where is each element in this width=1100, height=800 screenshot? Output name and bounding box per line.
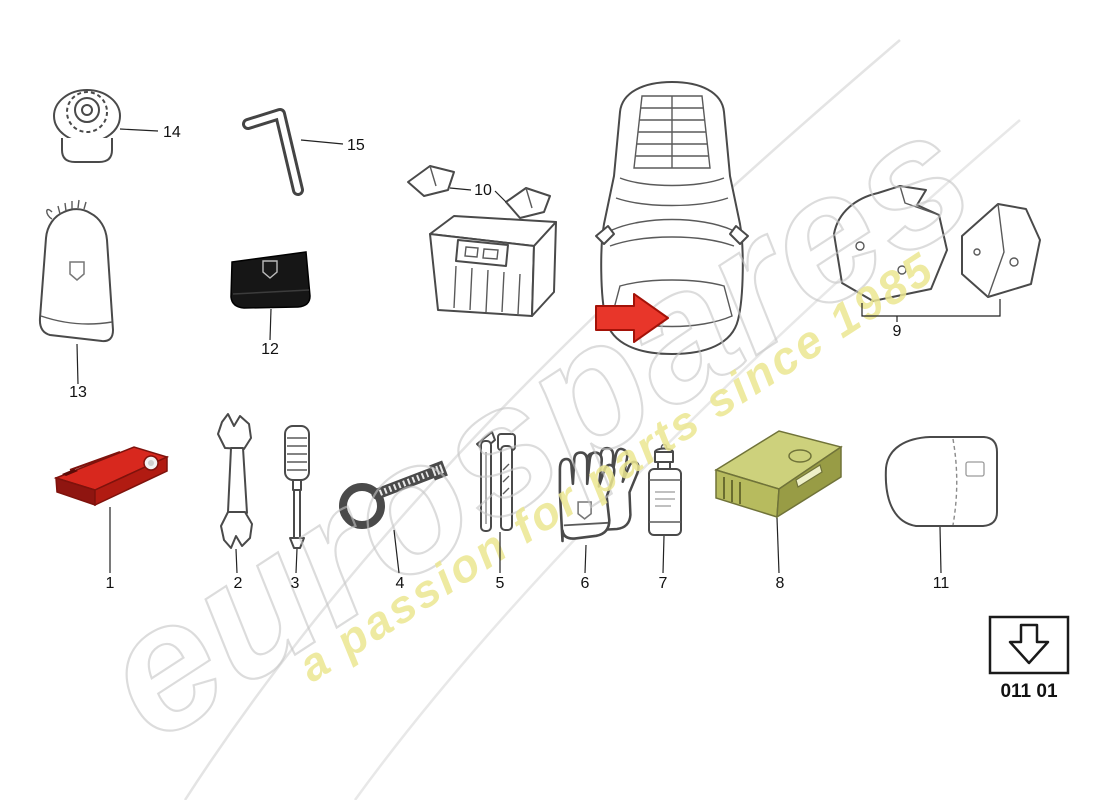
part-8-illustration bbox=[714, 430, 843, 519]
part-label-11[interactable]: 11 bbox=[933, 575, 950, 592]
part-10-illustration bbox=[407, 165, 551, 219]
part-label-7[interactable]: 7 bbox=[659, 575, 668, 592]
part-label-2[interactable]: 2 bbox=[234, 575, 243, 592]
brand-shield-icon bbox=[577, 501, 592, 520]
part-label-13[interactable]: 13 bbox=[69, 384, 87, 401]
part-label-4[interactable]: 4 bbox=[396, 575, 405, 592]
part-label-8[interactable]: 8 bbox=[776, 575, 785, 592]
watermark-brand-text: eurospares bbox=[66, 71, 1006, 779]
part-9-illustration bbox=[833, 185, 1041, 302]
part-label-12[interactable]: 12 bbox=[261, 341, 279, 358]
left-mirror bbox=[595, 225, 615, 245]
part-label-14[interactable]: 14 bbox=[163, 124, 181, 141]
part-label-9[interactable]: 9 bbox=[893, 323, 902, 340]
document-ref-box: 011 01 bbox=[988, 615, 1070, 702]
part-label-5[interactable]: 5 bbox=[496, 575, 505, 592]
storage-location-arrow-icon bbox=[595, 293, 669, 343]
part-12-illustration bbox=[230, 251, 311, 309]
part-label-15[interactable]: 15 bbox=[347, 137, 365, 154]
part-2-illustration bbox=[217, 413, 253, 549]
part-7-illustration bbox=[648, 443, 682, 536]
part-4-illustration bbox=[339, 460, 448, 529]
diagram-code-text: 011 01 bbox=[1000, 681, 1057, 702]
part-label-3[interactable]: 3 bbox=[291, 575, 300, 592]
part-6-illustration bbox=[558, 446, 640, 543]
part-14-illustration bbox=[53, 89, 121, 163]
brand-shield-icon bbox=[262, 260, 278, 279]
part-1-illustration bbox=[53, 446, 170, 507]
leader-lines bbox=[76, 128, 1001, 574]
brand-shield-icon bbox=[69, 261, 85, 281]
part-13-illustration bbox=[38, 199, 114, 343]
part-label-1[interactable]: 1 bbox=[106, 575, 115, 592]
part-15-illustration bbox=[242, 108, 304, 196]
brand-badge bbox=[965, 461, 985, 477]
part-11-illustration bbox=[884, 436, 998, 527]
part-label-10[interactable]: 10 bbox=[474, 182, 492, 199]
part-3-illustration bbox=[284, 425, 310, 549]
download-arrow-icon[interactable] bbox=[1008, 623, 1050, 665]
part-label-6[interactable]: 6 bbox=[581, 575, 590, 592]
part-5-illustration bbox=[476, 431, 516, 532]
part-labels: 14 15 13 12 10 9 1 2 3 4 5 6 7 8 11 bbox=[69, 124, 949, 592]
storage-tray-illustration bbox=[429, 215, 557, 317]
right-mirror bbox=[729, 225, 749, 245]
watermark: eurospares a passion for parts since 198… bbox=[65, 69, 1007, 779]
